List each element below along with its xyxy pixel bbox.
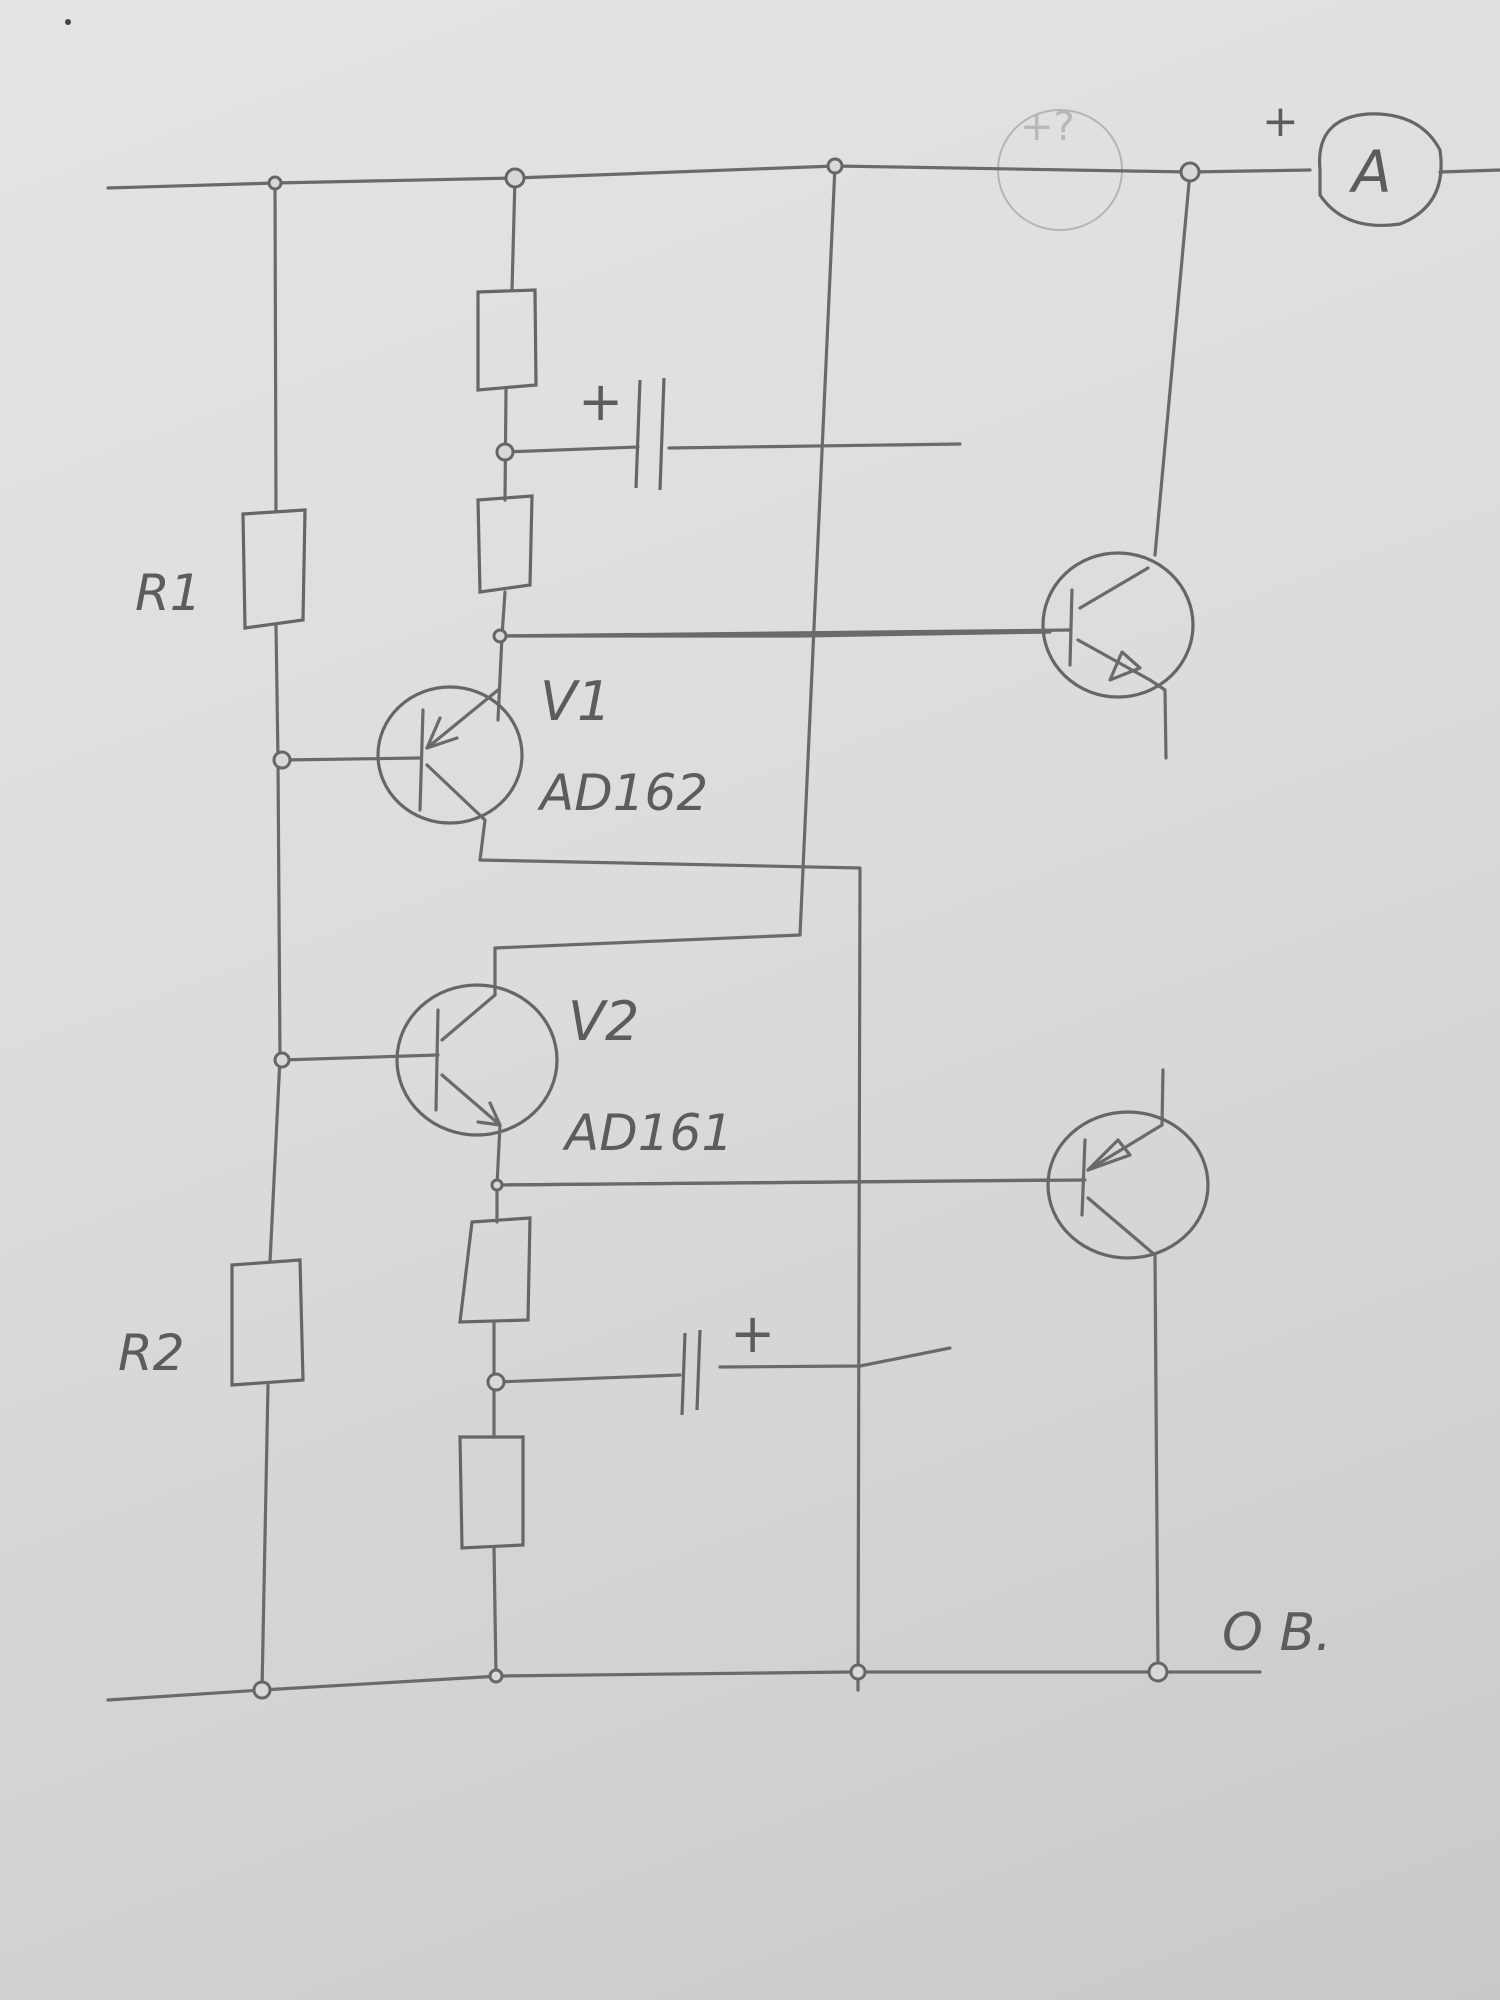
resistor-r2: R2 (118, 1258, 305, 1692)
erased-sketch: +? (997, 104, 1123, 231)
v1-part: AD162 (537, 764, 708, 822)
resistor-upper-b (476, 494, 534, 594)
ammeter-polarity: + (1262, 96, 1299, 147)
resistor-upper-a (476, 288, 538, 392)
v2-name: V2 (568, 990, 639, 1053)
transistor-upper-right (493, 170, 1195, 760)
pencil-speck (65, 19, 71, 25)
cap-bottom-polarity: + (730, 1302, 775, 1365)
bottom-rail (106, 1670, 1262, 1702)
resistor-lower-a (458, 1216, 532, 1324)
ground-label: O B. (1222, 1603, 1332, 1663)
capacitor-top (634, 377, 666, 491)
ammeter-label: A (1348, 138, 1392, 206)
capacitor-bottom (680, 1329, 702, 1416)
lower-bias-branch: + (458, 1178, 1052, 1678)
v1-name: V1 (540, 670, 611, 733)
svg-text:+?: +? (1020, 104, 1075, 150)
transistor-v2: V2 AD161 (280, 983, 733, 1187)
r1-label: R1 (135, 564, 202, 622)
top-rail (106, 164, 1312, 190)
upper-bias-branch: + (476, 176, 1052, 722)
junction-dots (252, 157, 1201, 1700)
transistor-lower-right (495, 1068, 1210, 1674)
v2-part: AD161 (562, 1104, 733, 1162)
crossover-wire (493, 164, 837, 997)
resistor-lower-b (458, 1435, 525, 1550)
ammeter-output-wire (1438, 168, 1500, 174)
resistor-r1: R1 (135, 181, 307, 1264)
ammeter: A + (1262, 96, 1443, 227)
cap-top-polarity: + (578, 370, 623, 433)
r2-label: R2 (118, 1324, 185, 1382)
transistor-v1: V1 AD162 (280, 670, 862, 1692)
